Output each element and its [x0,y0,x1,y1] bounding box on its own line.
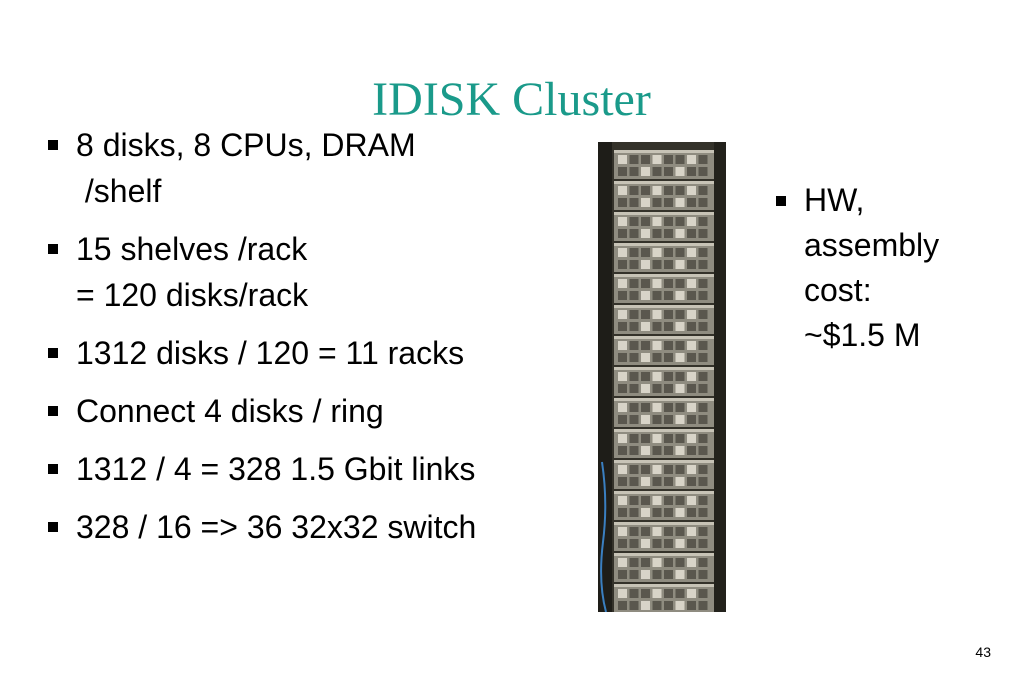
bullet-text: Connect 4 disks / ring [76,393,384,429]
bullet-text-continued: = 120 disks/rack [76,277,309,313]
square-bullet-icon [776,196,786,206]
bullet-text: 1312 disks / 120 = 11 racks [76,335,465,371]
bullet-item: 8 disks, 8 CPUs, DRAM /shelf [48,122,588,214]
rack-illustration [598,142,726,612]
bullet-item: HW, assembly cost: ~$1.5 M [776,178,1006,358]
square-bullet-icon [48,348,58,358]
square-bullet-icon [48,140,58,150]
cost-text-line: cost: [804,272,872,308]
bullet-list: 8 disks, 8 CPUs, DRAM /shelf 15 shelves … [48,122,588,562]
cost-text-line: ~$1.5 M [804,317,921,353]
cost-text-line: HW, [804,182,865,218]
bullet-item: Connect 4 disks / ring [48,388,588,434]
square-bullet-icon [48,464,58,474]
bullet-text: 15 shelves /rack [76,231,308,267]
bullet-text: 1312 / 4 = 328 1.5 Gbit links [76,451,476,487]
bullet-item: 1312 disks / 120 = 11 racks [48,330,588,376]
bullet-item: 15 shelves /rack = 120 disks/rack [48,226,588,318]
bullet-text: 8 disks, 8 CPUs, DRAM [76,127,416,163]
cost-bullet: HW, assembly cost: ~$1.5 M [776,178,1006,358]
bullet-text-continued: /shelf [76,173,162,209]
square-bullet-icon [48,522,58,532]
disk-rack-photo [598,142,726,612]
cost-text-line: assembly [804,227,940,263]
slide-title: IDISK Cluster [372,73,651,126]
square-bullet-icon [48,244,58,254]
bullet-item: 328 / 16 => 36 32x32 switch [48,504,588,550]
square-bullet-icon [48,406,58,416]
page-number: 43 [975,644,991,660]
bullet-item: 1312 / 4 = 328 1.5 Gbit links [48,446,588,492]
bullet-text: 328 / 16 => 36 32x32 switch [76,509,477,545]
